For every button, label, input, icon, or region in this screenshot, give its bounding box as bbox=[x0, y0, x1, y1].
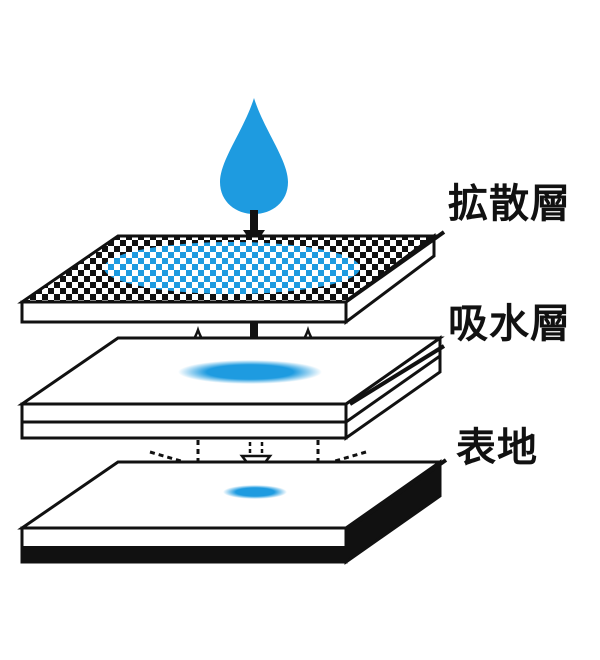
absorbed-water-spot bbox=[178, 360, 322, 384]
diffusion-layer-sheet bbox=[17, 233, 439, 325]
surface-layer-sheet bbox=[17, 459, 445, 565]
surface-layer-label: 表地 bbox=[456, 425, 538, 471]
label-leader-line bbox=[352, 458, 448, 526]
label-leader-line bbox=[346, 230, 446, 302]
diffusion-spread-area bbox=[104, 242, 360, 294]
diffusion-layer-label: 拡散層 bbox=[448, 181, 571, 227]
label-leader-line bbox=[348, 344, 446, 406]
water-drop-icon bbox=[220, 98, 288, 214]
absorbent-layer-label: 吸水層 bbox=[448, 301, 571, 347]
surface-water-spot bbox=[223, 485, 287, 499]
